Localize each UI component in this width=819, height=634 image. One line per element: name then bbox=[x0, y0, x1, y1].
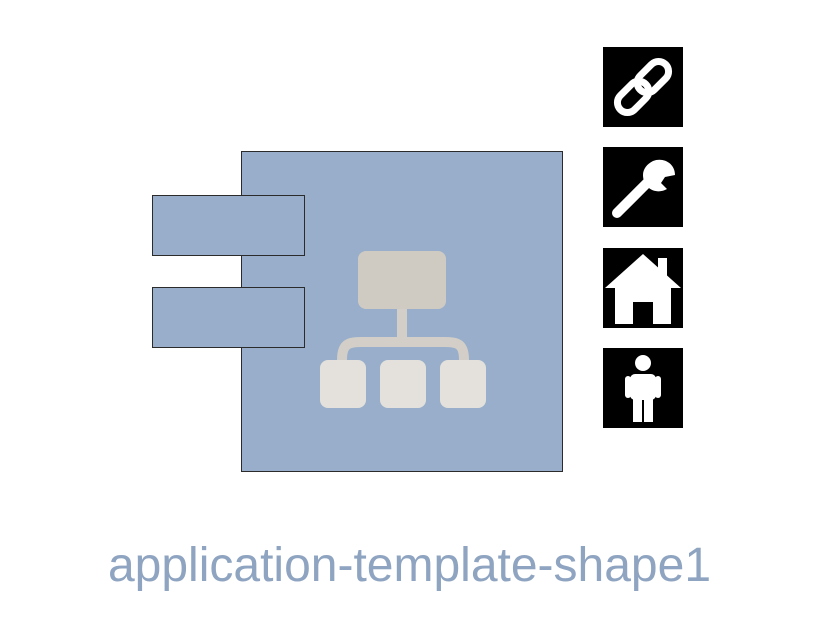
person-icon[interactable] bbox=[603, 348, 683, 428]
component-port-bottom[interactable] bbox=[152, 287, 305, 348]
shape-name-label: application-template-shape1 bbox=[107, 539, 712, 592]
link-icon[interactable] bbox=[603, 47, 683, 127]
hierarchy-icon bbox=[320, 251, 486, 408]
component-port-top[interactable] bbox=[152, 195, 305, 256]
home-icon[interactable] bbox=[603, 248, 683, 328]
wrench-icon[interactable] bbox=[603, 147, 683, 227]
